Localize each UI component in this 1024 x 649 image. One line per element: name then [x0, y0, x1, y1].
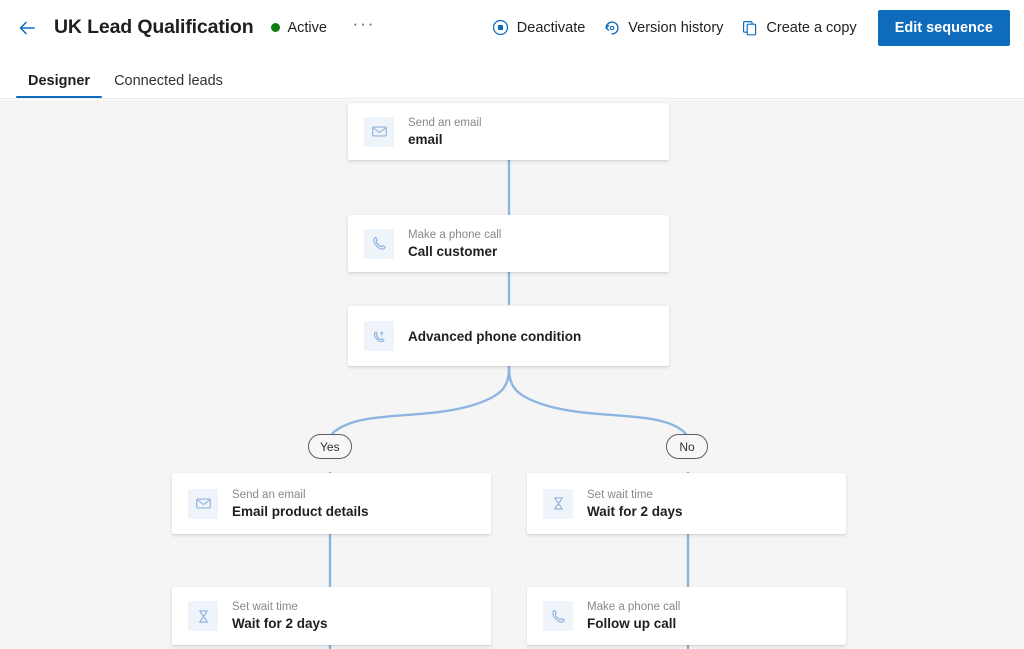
edge-condition-to-no	[507, 364, 690, 443]
hourglass-icon	[543, 488, 573, 519]
version-history-label: Version history	[628, 19, 724, 36]
history-icon	[603, 19, 621, 37]
node-text: Make a phone call Call customer	[408, 228, 501, 260]
deactivate-button[interactable]: Deactivate	[483, 11, 595, 45]
node-title: Email product details	[232, 503, 369, 519]
page-title: UK Lead Qualification	[54, 16, 254, 38]
hourglass-icon	[188, 601, 218, 631]
overflow-menu-button[interactable]: ···	[349, 14, 379, 42]
node-subtitle: Send an email	[408, 116, 482, 129]
arrow-left-icon	[19, 21, 35, 34]
status-badge: Active	[271, 20, 327, 36]
branch-label-no[interactable]: No	[666, 434, 708, 459]
tab-bar: Designer Connected leads	[0, 55, 1024, 99]
command-bar: Deactivate Version history	[483, 9, 1010, 46]
node-email-product-details[interactable]: Send an email Email product details	[172, 473, 491, 534]
back-button[interactable]	[10, 11, 44, 45]
tab-connected-leads[interactable]: Connected leads	[114, 73, 223, 89]
tab-designer[interactable]: Designer	[16, 73, 103, 98]
node-text: Advanced phone condition	[408, 328, 581, 345]
envelope-icon	[188, 488, 218, 519]
status-dot-icon	[271, 23, 281, 32]
node-title: Follow up call	[587, 616, 677, 631]
create-a-copy-button[interactable]: Create a copy	[732, 11, 865, 45]
node-subtitle: Send an email	[232, 488, 306, 501]
page-header: UK Lead Qualification Active ··· Deactiv…	[0, 0, 1024, 55]
ellipsis-icon: ···	[352, 13, 376, 33]
node-subtitle: Make a phone call	[408, 228, 502, 241]
node-text: Set wait time Wait for 2 days	[587, 488, 683, 520]
branch-label-yes[interactable]: Yes	[308, 434, 352, 459]
node-text: Set wait time Wait for 2 days	[232, 600, 328, 632]
phone-icon	[543, 601, 573, 631]
node-set-wait-time-right[interactable]: Set wait time Wait for 2 days	[527, 473, 846, 534]
node-title: Advanced phone condition	[408, 328, 582, 344]
deactivate-label: Deactivate	[516, 19, 586, 36]
node-text: Make a phone call Follow up call	[587, 600, 680, 632]
node-text: Send an email Email product details	[232, 488, 369, 520]
node-title: email	[408, 131, 443, 147]
node-subtitle: Set wait time	[587, 488, 653, 501]
node-title: Call customer	[408, 243, 498, 259]
copy-icon	[741, 19, 759, 37]
node-subtitle: Make a phone call	[587, 601, 681, 613]
node-title: Wait for 2 days	[587, 503, 683, 519]
version-history-button[interactable]: Version history	[594, 11, 732, 45]
node-text: Send an email email	[408, 116, 482, 148]
envelope-icon	[364, 116, 394, 147]
connector-edges	[328, 160, 690, 649]
node-send-an-email-top[interactable]: Send an email email	[348, 103, 669, 160]
node-set-wait-time-left[interactable]: Set wait time Wait for 2 days	[172, 587, 491, 645]
node-advanced-phone-condition[interactable]: Advanced phone condition	[348, 306, 669, 366]
create-a-copy-label: Create a copy	[766, 19, 857, 36]
phone-condition-icon	[364, 321, 394, 351]
node-make-a-phone-call-customer[interactable]: Make a phone call Call customer	[348, 215, 669, 272]
designer-canvas[interactable]: Send an email email Make a phone call Ca…	[0, 100, 1024, 649]
node-subtitle: Set wait time	[232, 601, 298, 613]
phone-icon	[364, 228, 394, 259]
node-follow-up-call[interactable]: Make a phone call Follow up call	[527, 587, 846, 645]
edge-condition-to-yes	[328, 364, 511, 443]
stop-circle-icon	[492, 19, 510, 37]
edit-sequence-button[interactable]: Edit sequence	[877, 9, 1010, 46]
node-title: Wait for 2 days	[232, 616, 328, 631]
status-label: Active	[287, 19, 327, 36]
